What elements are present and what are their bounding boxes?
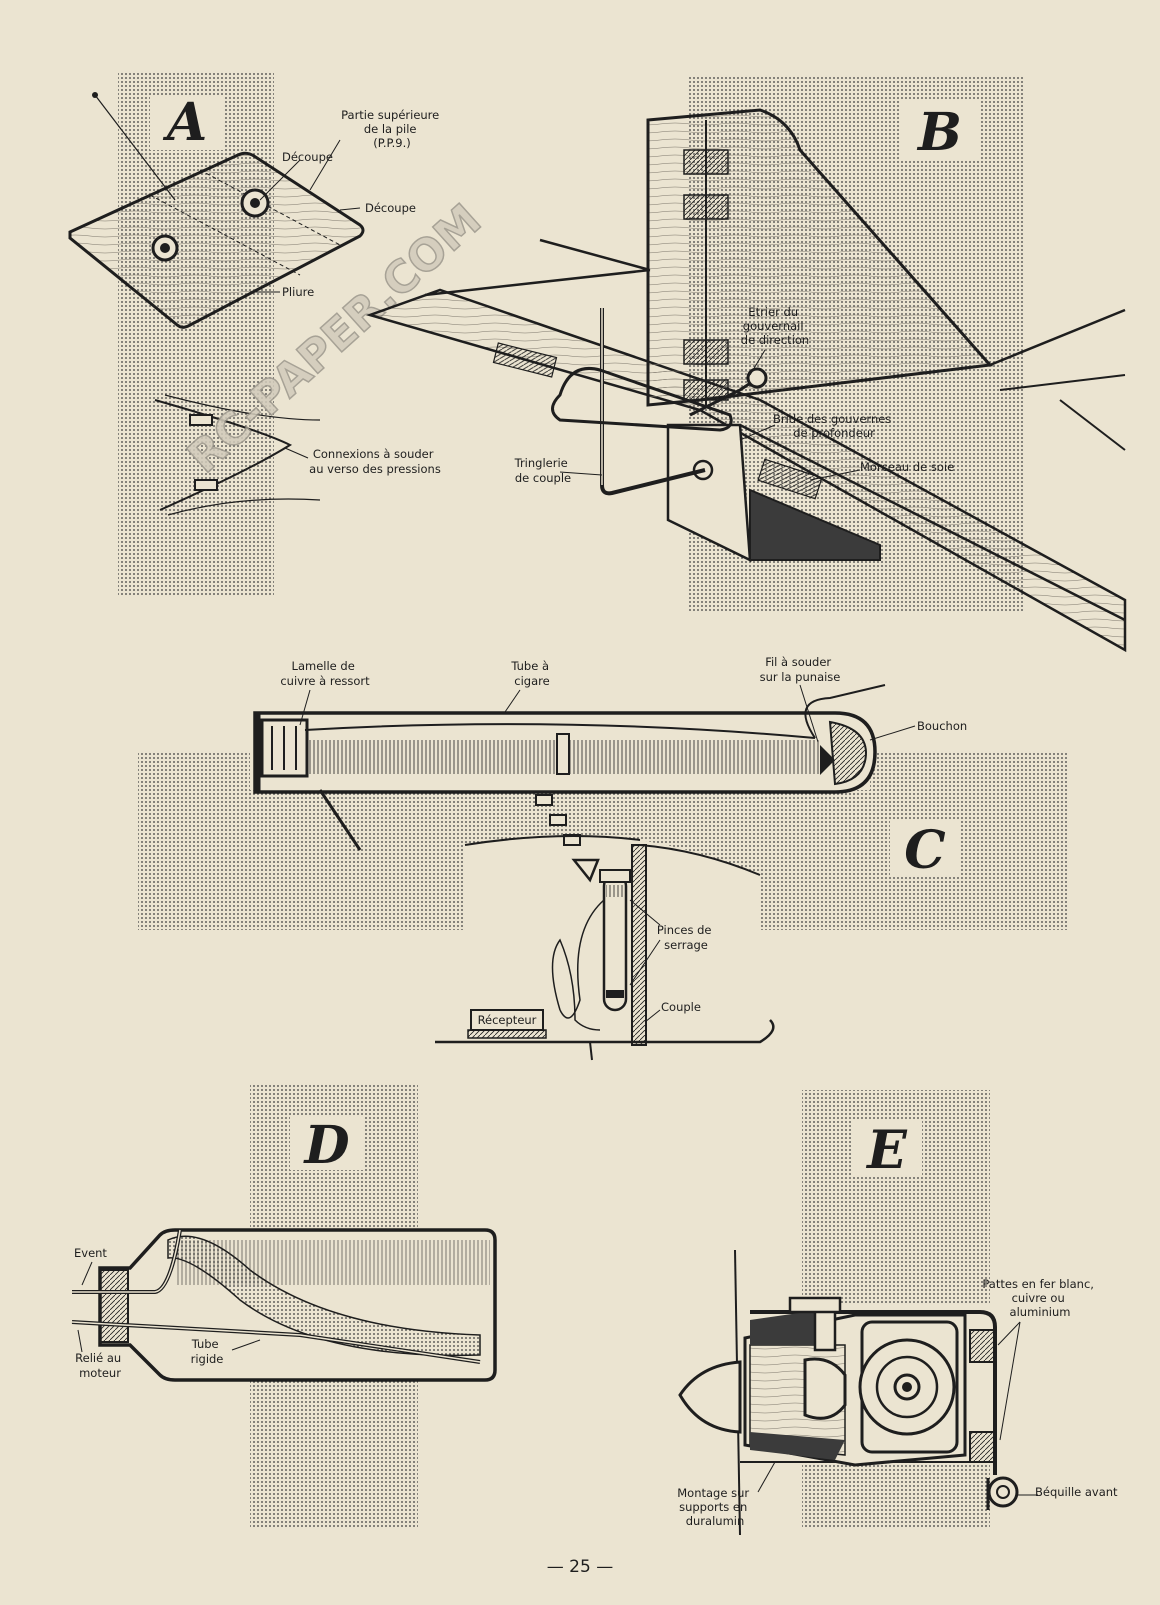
figure-b-letter: B [916, 102, 962, 163]
mounting-arrow [535, 794, 600, 883]
figure-c: C [138, 655, 1068, 1061]
label-silk: Morceau de soie [860, 460, 954, 474]
tail-assembly-drawing [365, 108, 1127, 653]
label-cigar-tube: Tube à cigare [510, 659, 552, 688]
page-number: — 25 — [547, 1557, 613, 1577]
battery-plate-drawing [68, 92, 365, 329]
label-to-motor: Relié au moteur [75, 1351, 125, 1380]
engine-mount-drawing [678, 1249, 1019, 1536]
label-stirrup: Etrier du gouvernail de direction [741, 305, 809, 347]
label-cut-1: Découpe [282, 150, 333, 164]
figure-d: D Event Relié au moteur Tube rigide [71, 1085, 497, 1527]
label-cork: Bouchon [917, 719, 967, 733]
cigar-tube-drawing [253, 684, 886, 851]
label-elevator-bridle: Bride des gouvernes de profondeur [773, 412, 895, 440]
figure-b-letter-badge: B [900, 100, 980, 163]
label-fold: Pliure [282, 285, 314, 299]
figure-b: B [365, 75, 1127, 653]
figure-d-letter: D [302, 1115, 349, 1176]
label-frame: Couple [661, 1000, 701, 1014]
figure-e-letter: E [865, 1120, 908, 1181]
figure-c-letter: C [904, 820, 945, 881]
label-solder-wire: Fil à souder sur la punaise [760, 655, 841, 684]
airframe-section-drawing [435, 835, 775, 1061]
label-top-part: Partie supérieure de la pile (P.P.9.) [341, 108, 443, 150]
label-linkage: Tringlerie de couple [514, 456, 572, 485]
figure-a-letter-badge: A [150, 92, 225, 153]
figure-e-letter-badge: E [852, 1120, 922, 1181]
figure-e: E [677, 1090, 1118, 1536]
label-connections: Connexions à souder au verso des pressio… [309, 447, 441, 476]
figure-a: A Partie supérieure [68, 73, 443, 597]
figure-c-letter-badge: C [890, 820, 960, 881]
label-vent: Event [74, 1246, 107, 1260]
label-mounting: Montage sur supports en duralumin [677, 1486, 753, 1528]
label-clamps: Pinces de serrage [657, 923, 715, 952]
label-spring-blade: Lamelle de cuivre à ressort [280, 659, 370, 688]
label-receiver: Récepteur [478, 1013, 537, 1027]
fuel-tank-drawing [71, 1228, 497, 1382]
press-stud-wires [154, 394, 321, 516]
figure-d-letter-badge: D [290, 1115, 365, 1176]
label-tabs: Pattes en fer blanc, cuivre ou aluminium [982, 1277, 1097, 1319]
figure-a-letter: A [162, 92, 207, 153]
label-cut-2: Découpe [365, 201, 416, 215]
label-nose-skid: Béquille avant [1035, 1485, 1118, 1499]
label-rigid-tube: Tube rigide [191, 1337, 224, 1366]
